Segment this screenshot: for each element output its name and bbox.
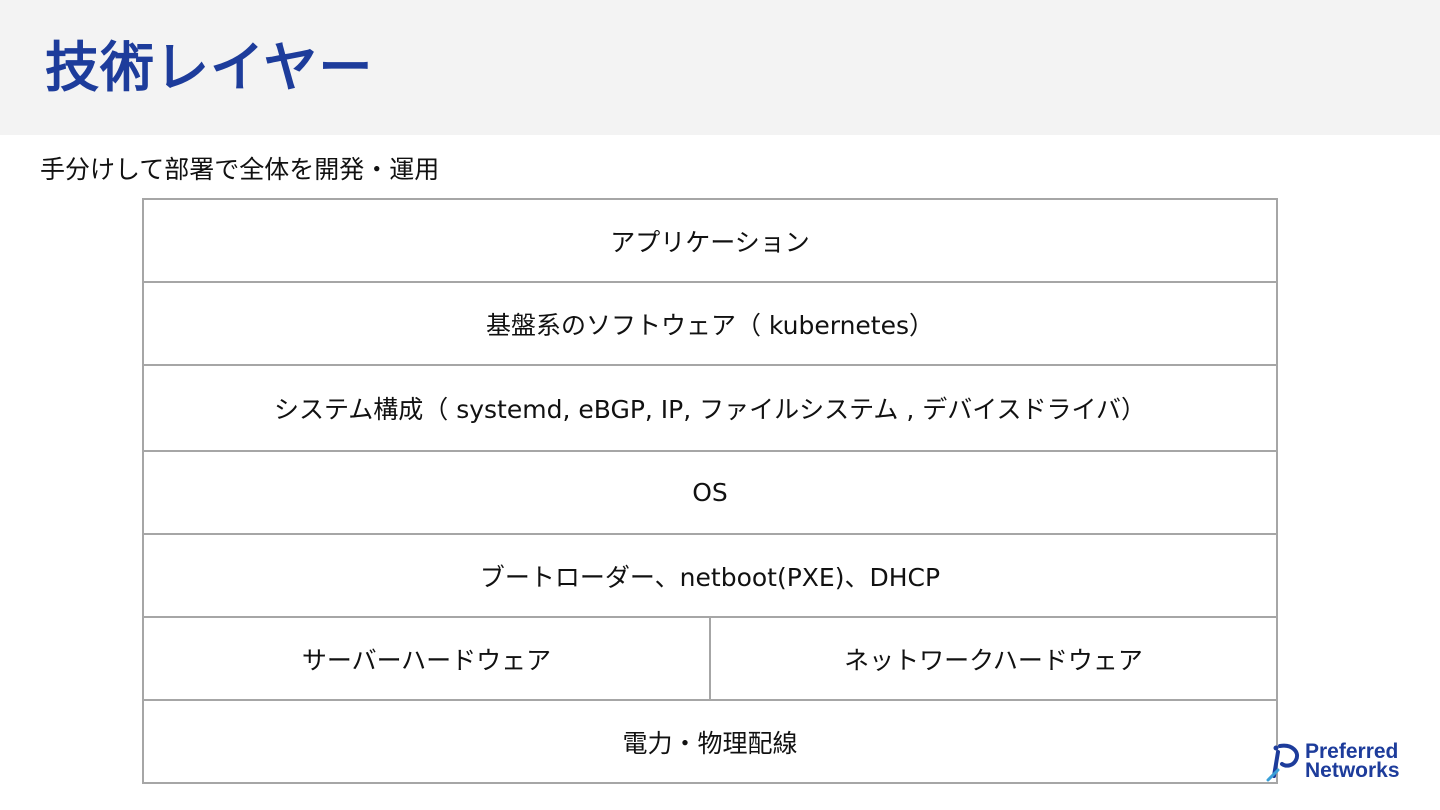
layer-row-system-config: システム構成（ systemd, eBGP, IP, ファイルシステム , デバ… <box>144 366 1278 452</box>
page-title: 技術レイヤー <box>45 36 374 99</box>
layer-row-application: アプリケーション <box>144 200 1278 283</box>
layer-row-power: 電力・物理配線 <box>144 701 1278 784</box>
logo-line-1: Preferred <box>1305 740 1399 763</box>
company-logo-text: Preferred Networks <box>1305 740 1400 782</box>
layer-row-platform-software: 基盤系のソフトウェア（ kubernetes） <box>144 283 1278 366</box>
layer-boot: ブートローダー、netboot(PXE)、DHCP <box>144 535 1278 618</box>
logo-line-2: Networks <box>1305 759 1400 782</box>
layer-system-config: システム構成（ systemd, eBGP, IP, ファイルシステム , デバ… <box>144 366 1278 452</box>
layer-server-hardware: サーバーハードウェア <box>144 618 711 701</box>
layer-os: OS <box>144 452 1278 535</box>
layer-row-hardware: サーバーハードウェア ネットワークハードウェア <box>144 618 1278 701</box>
layer-row-boot: ブートローダー、netboot(PXE)、DHCP <box>144 535 1278 618</box>
layer-application: アプリケーション <box>144 200 1278 283</box>
layer-network-hardware: ネットワークハードウェア <box>711 618 1278 701</box>
layer-platform-software: 基盤系のソフトウェア（ kubernetes） <box>144 283 1278 366</box>
layer-stack-diagram: アプリケーション 基盤系のソフトウェア（ kubernetes） システム構成（… <box>142 198 1278 784</box>
slide-header: 技術レイヤー <box>0 0 1440 135</box>
preferred-networks-logo-icon <box>1266 743 1299 782</box>
layer-row-os: OS <box>144 452 1278 535</box>
subtitle: 手分けして部署で全体を開発・運用 <box>40 155 440 184</box>
layer-power-wiring: 電力・物理配線 <box>144 701 1278 784</box>
